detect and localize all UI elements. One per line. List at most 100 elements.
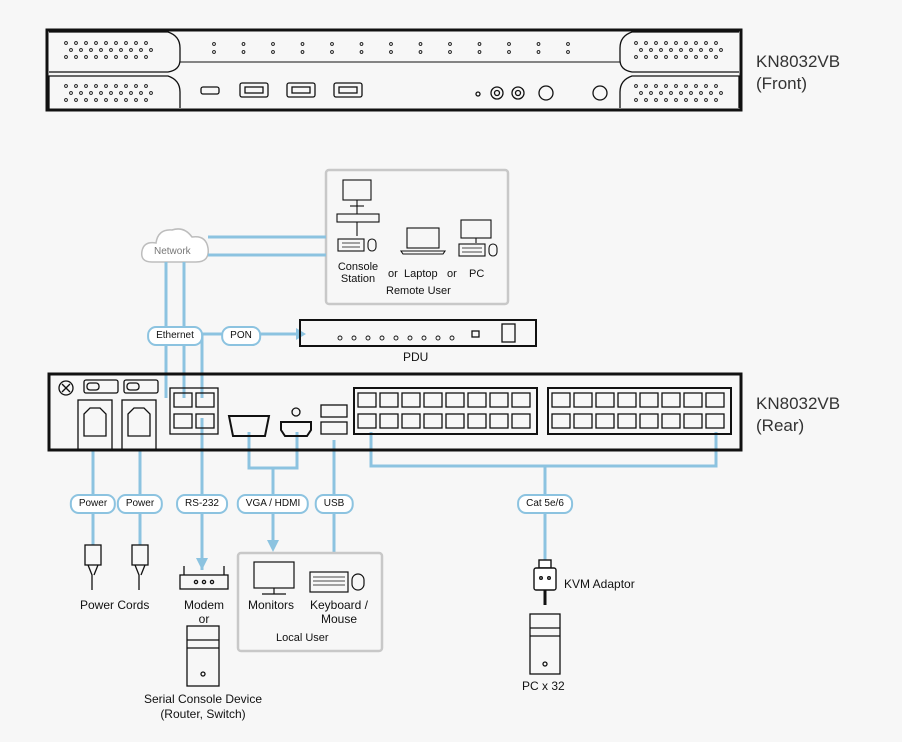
vent-dot <box>644 41 648 45</box>
vent-dot <box>94 84 98 88</box>
vga-hdmi-pill: VGA / HDMI <box>236 494 310 514</box>
front-led-dot <box>271 50 275 54</box>
kvm-rj45-port <box>423 413 443 429</box>
vent-dot <box>104 98 108 102</box>
vent-dot <box>84 55 88 59</box>
vent-dot <box>694 41 698 45</box>
front-button-1 <box>538 85 554 101</box>
vent-dot <box>144 41 148 45</box>
vent-dot <box>129 48 133 52</box>
front-side-label: (Front) <box>756 74 807 93</box>
vent-dot <box>104 84 108 88</box>
vent-dot <box>99 91 103 95</box>
vent-dot <box>94 98 98 102</box>
vent-dot <box>84 84 88 88</box>
vent-dot <box>709 48 713 52</box>
keyboard-mouse-label: Keyboard /Mouse <box>309 598 369 626</box>
vent-dot <box>679 48 683 52</box>
vent-dot <box>664 84 668 88</box>
front-usb-1 <box>239 82 269 98</box>
vent-dot <box>139 91 143 95</box>
vent-dot <box>84 98 88 102</box>
vent-dot <box>149 91 153 95</box>
vent-dot <box>649 48 653 52</box>
kvm-rj45-port <box>379 413 399 429</box>
front-led-dot <box>271 42 275 46</box>
vent-dot <box>699 48 703 52</box>
vent-dot <box>639 91 643 95</box>
vent-dot <box>69 91 73 95</box>
front-led-dot <box>330 50 334 54</box>
vent-dot <box>684 98 688 102</box>
power-cord-plugs <box>84 544 149 590</box>
kvm-rj45-port <box>489 392 509 408</box>
network-label: Network <box>154 246 191 257</box>
vent-dot <box>79 48 83 52</box>
vent-dot <box>659 91 663 95</box>
vent-dot <box>644 84 648 88</box>
vent-dot <box>679 91 683 95</box>
power-switch-1 <box>83 379 119 394</box>
power-switch-2 <box>123 379 159 394</box>
rear-panel <box>47 372 743 452</box>
vent-dot <box>144 98 148 102</box>
vent-dot <box>684 55 688 59</box>
vent-dot <box>709 91 713 95</box>
pc-x32-label: PC x 32 <box>522 679 565 693</box>
kvm-rj45-port <box>401 413 421 429</box>
front-led-dot <box>477 42 482 46</box>
vent-dot <box>699 91 703 95</box>
vent-dot <box>669 48 673 52</box>
kvm-rj45-port <box>639 392 659 408</box>
kvm-rj45-port <box>705 413 725 429</box>
vent-dot <box>124 84 128 88</box>
kvm-rj45-port <box>595 413 615 429</box>
front-led-dot <box>389 50 393 54</box>
keyboard-mouse-icon <box>309 571 365 593</box>
vent-dot <box>64 41 68 45</box>
pc-tower-icon <box>529 613 561 675</box>
front-led-dot <box>477 50 482 54</box>
kvm-rj45-port <box>357 413 377 429</box>
kvm-rj45-port <box>445 392 465 408</box>
vent-dot <box>704 98 708 102</box>
vent-dot <box>89 91 93 95</box>
vent-dot <box>634 55 638 59</box>
vent-dot <box>704 55 708 59</box>
kvm-adaptor-icon <box>533 559 557 605</box>
kvm-rj45-port <box>551 413 571 429</box>
vent-dot <box>109 48 113 52</box>
pdu-device <box>299 319 537 347</box>
network-cloud <box>140 228 209 263</box>
local-user-box <box>236 551 384 653</box>
kvm-rj45-port <box>683 413 703 429</box>
pc-icon <box>458 219 498 257</box>
vent-dot <box>659 48 663 52</box>
kvm-rj45-port <box>551 392 571 408</box>
cat-pill: Cat 5e/6 <box>517 494 573 514</box>
kvm-rj45-port <box>661 413 681 429</box>
vent-dot <box>654 98 658 102</box>
front-button-2 <box>592 85 608 101</box>
power-pill-2: Power <box>116 494 164 514</box>
kvm-port-bank-2 <box>547 387 732 435</box>
vent-dot <box>124 55 128 59</box>
vent-dot <box>74 41 78 45</box>
vent-dot <box>74 84 78 88</box>
power-socket-1 <box>77 399 113 451</box>
vent-dot <box>689 48 693 52</box>
vent-dot <box>114 41 118 45</box>
kvm-rj45-port <box>467 413 487 429</box>
front-led-dot <box>448 50 452 54</box>
vent-dot <box>124 41 128 45</box>
vent-dot <box>64 84 68 88</box>
vent-dot <box>634 41 638 45</box>
vent-dot <box>719 48 723 52</box>
front-led-dot <box>359 42 364 46</box>
kvm-rj45-port <box>617 413 637 429</box>
vent-dot <box>664 55 668 59</box>
vent-dot <box>689 91 693 95</box>
front-audio-jack-2 <box>511 86 525 100</box>
vent-dot <box>104 41 108 45</box>
front-slim-port <box>200 86 220 95</box>
